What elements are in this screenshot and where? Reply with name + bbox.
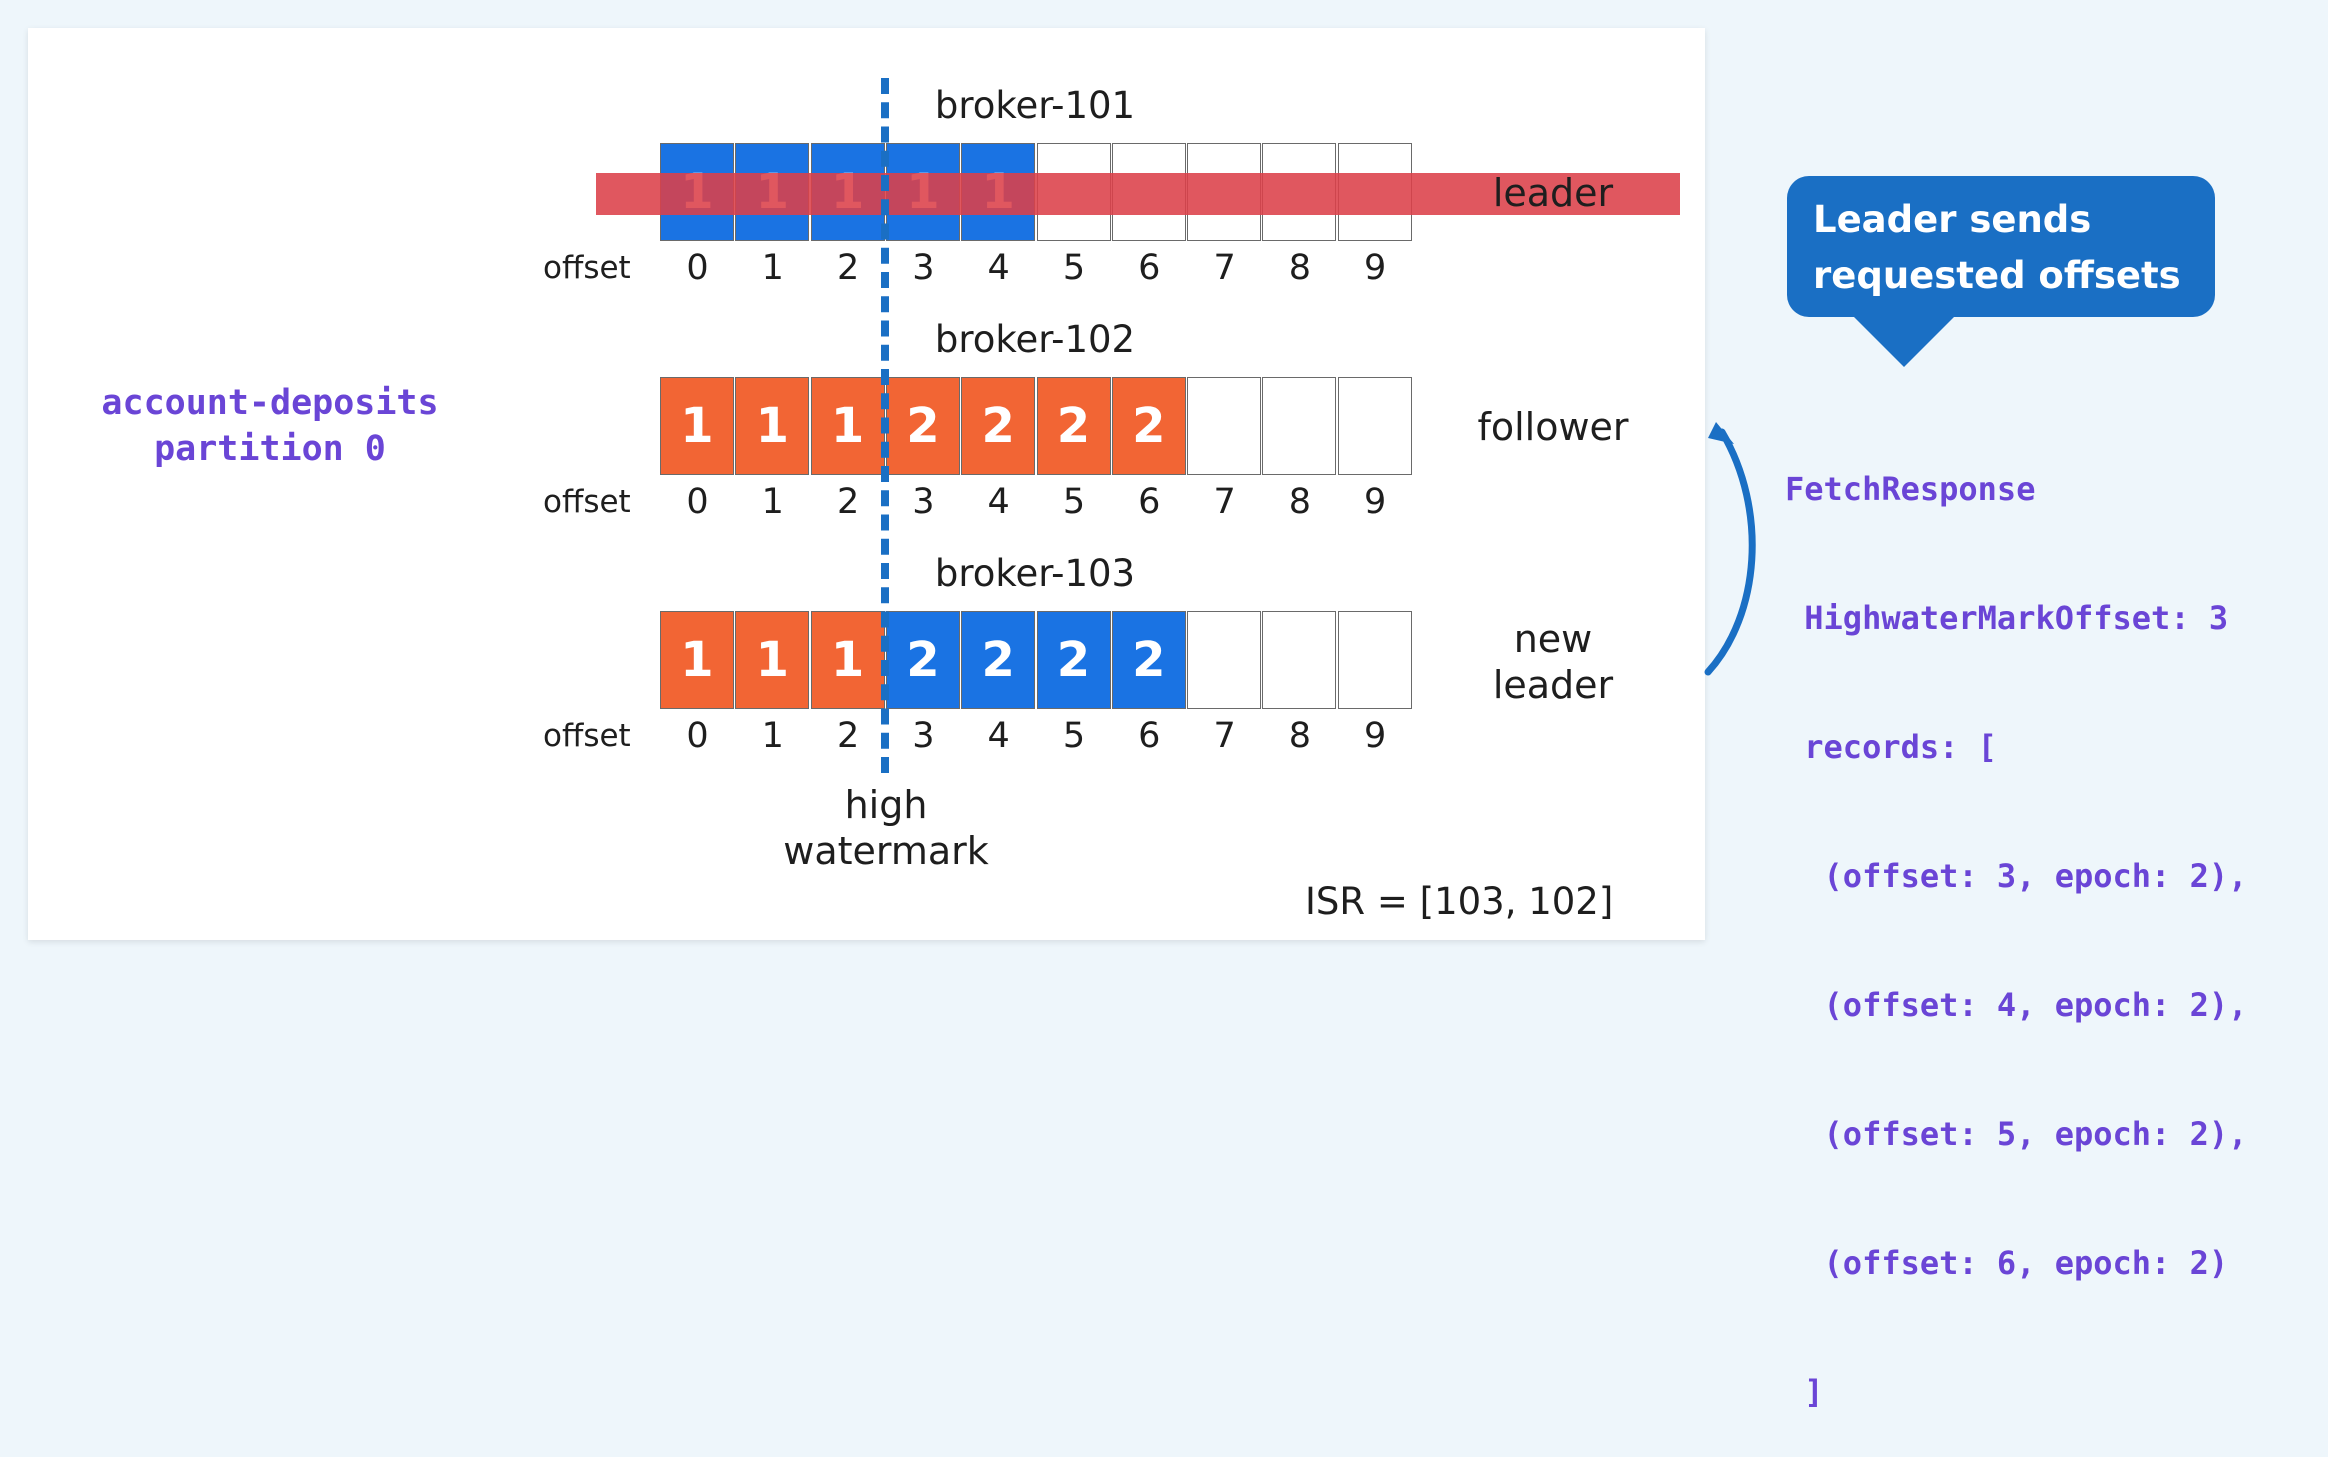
offset-number: 4 <box>987 248 1010 288</box>
topic-name: account-deposits <box>101 383 439 423</box>
fetch-arrow-icon <box>1704 422 1756 676</box>
offset-number: 7 <box>1213 716 1236 756</box>
offset-number: 2 <box>836 248 860 288</box>
offset-number: 0 <box>686 248 709 288</box>
log-cell: 1 <box>660 377 734 475</box>
log-cell <box>1337 611 1412 709</box>
hw-line-2: watermark <box>783 829 989 873</box>
log-cell <box>1187 611 1262 709</box>
broker-102-role: follower <box>1477 405 1629 449</box>
offset-number: 5 <box>1062 716 1086 756</box>
log-cell: 1 <box>810 377 885 475</box>
code-line-6: (offset: 5, epoch: 2), <box>1785 1115 2248 1153</box>
broker-101-role: leader <box>1492 171 1614 215</box>
broker-101-title: broker-101 <box>934 84 1136 127</box>
code-line-7: (offset: 6, epoch: 2) <box>1785 1244 2229 1282</box>
log-cell: 2 <box>961 611 1036 709</box>
log-cell: 2 <box>885 377 960 475</box>
broker-103-title: broker-103 <box>934 552 1136 595</box>
log-cell: 2 <box>1111 611 1186 709</box>
offset-number: 0 <box>686 716 709 756</box>
offset-number: 8 <box>1288 248 1312 288</box>
offset-number: 1 <box>761 716 784 756</box>
high-watermark-label: high watermark <box>736 782 1036 874</box>
log-cell <box>1262 377 1337 475</box>
log-cell: 1 <box>810 611 885 709</box>
offset-number: 4 <box>987 716 1010 756</box>
offset-number: 6 <box>1138 482 1161 522</box>
topic-label: account-deposits partition 0 <box>60 380 480 472</box>
offset-number: 3 <box>912 482 935 522</box>
offset-label: offset <box>543 250 631 286</box>
log-cell <box>1187 377 1262 475</box>
offset-number: 7 <box>1213 248 1236 288</box>
offset-label: offset <box>543 718 631 754</box>
log-cell <box>1262 611 1337 709</box>
offset-number: 3 <box>912 716 935 756</box>
offset-number: 1 <box>761 482 784 522</box>
offset-number: 9 <box>1364 248 1387 288</box>
log-cell <box>1337 377 1412 475</box>
offset-number: 9 <box>1364 482 1387 522</box>
callout-bubble: Leader sends requested offsets <box>1787 176 2215 317</box>
log-cell: 2 <box>885 611 960 709</box>
partition-name: partition 0 <box>154 429 386 469</box>
callout-line-1: Leader sends <box>1813 198 2092 241</box>
log-cell: 2 <box>1036 377 1111 475</box>
offset-number: 8 <box>1288 716 1312 756</box>
code-line-3: records: [ <box>1785 728 1997 766</box>
log-cell: 2 <box>961 377 1036 475</box>
leader-strike-bar <box>596 173 1680 215</box>
role-line-2: leader <box>1492 663 1614 707</box>
role-line-1: new <box>1513 617 1593 661</box>
isr-label: ISR = [103, 102] <box>1305 880 1614 923</box>
offset-number: 4 <box>987 482 1010 522</box>
code-line-8: ] <box>1785 1373 1824 1411</box>
code-line-4: (offset: 3, epoch: 2), <box>1785 857 2248 895</box>
code-line-2: HighwaterMarkOffset: 3 <box>1785 599 2229 637</box>
log-cell: 2 <box>1036 611 1111 709</box>
log-cell: 1 <box>660 611 734 709</box>
code-line-5: (offset: 4, epoch: 2), <box>1785 986 2248 1024</box>
high-watermark-line <box>881 78 889 773</box>
fetch-response-block: FetchResponse HighwaterMarkOffset: 3 rec… <box>1785 382 2247 1457</box>
hw-line-1: high <box>844 783 928 827</box>
offset-number: 2 <box>836 482 860 522</box>
code-line-1: FetchResponse <box>1785 470 2036 508</box>
offset-number: 3 <box>912 248 935 288</box>
broker-102-title: broker-102 <box>934 318 1136 361</box>
log-cell: 1 <box>735 377 810 475</box>
callout-line-2: requested offsets <box>1813 254 2181 297</box>
log-cell: 1 <box>735 611 810 709</box>
offset-number: 6 <box>1138 248 1161 288</box>
offset-number: 2 <box>836 716 860 756</box>
offset-number: 9 <box>1364 716 1387 756</box>
offset-number: 6 <box>1138 716 1161 756</box>
offset-number: 8 <box>1288 482 1312 522</box>
offset-number: 7 <box>1213 482 1236 522</box>
broker-103-role: new leader <box>1428 616 1678 708</box>
offset-number: 0 <box>686 482 709 522</box>
offset-number: 5 <box>1062 248 1086 288</box>
offset-number: 5 <box>1062 482 1086 522</box>
offset-number: 1 <box>761 248 784 288</box>
log-cell: 2 <box>1111 377 1186 475</box>
offset-label: offset <box>543 484 631 520</box>
callout-tail <box>1852 315 1956 367</box>
